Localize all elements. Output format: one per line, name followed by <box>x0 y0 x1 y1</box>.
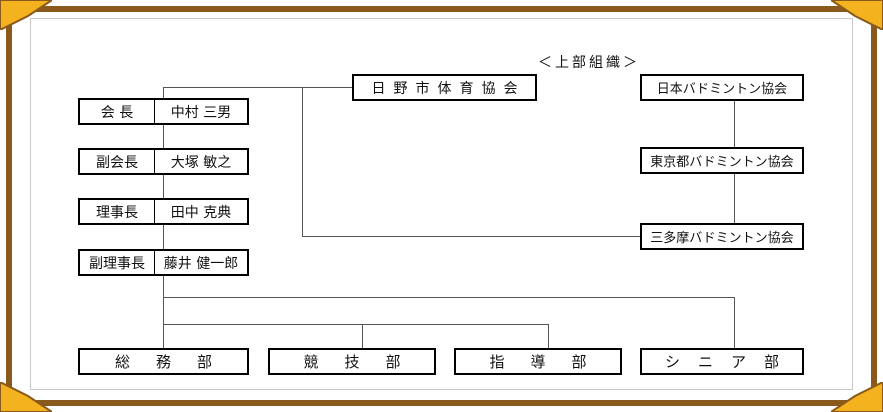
connector-dept-soumu <box>163 297 164 348</box>
officer-name: 中村 三男 <box>170 104 232 121</box>
connector-hino-to-president <box>163 87 353 88</box>
org-box-tama: 三多摩バドミントン協会 <box>640 223 804 250</box>
officer-role: 理事長 <box>80 200 155 223</box>
connector-depts-horizontal-top <box>163 297 735 298</box>
connector-depts-horizontal-mid <box>163 324 549 325</box>
corner-top-right-icon <box>831 0 883 30</box>
officer-box-vice-chairman: 副理事長 藤井 健一郎 <box>78 249 249 276</box>
corner-bottom-left-icon <box>0 382 52 412</box>
officer-role: 副会長 <box>80 150 155 173</box>
org-box-hino: 日野市体育協会 <box>352 74 537 101</box>
officer-role: 副理事長 <box>80 251 155 274</box>
upper-org-label: ＜上部組織＞ <box>538 55 640 71</box>
connector-japan-to-tokyo <box>734 100 735 148</box>
connector-officers-vertical <box>163 87 164 297</box>
officer-box-chairman: 理事長 田中 克典 <box>78 198 249 225</box>
dept-box-shido: 指導部 <box>454 348 622 375</box>
officer-box-president: 会 長 中村 三男 <box>78 98 249 125</box>
dept-box-senior: シニア部 <box>640 348 804 375</box>
connector-dept-shido <box>548 324 549 348</box>
officer-box-vice-president: 副会長 大塚 敏之 <box>78 148 249 175</box>
officer-name: 田中 克典 <box>170 204 232 221</box>
connector-dept-kyogi <box>362 324 363 348</box>
officer-name: 藤井 健一郎 <box>163 255 239 272</box>
connector-hino-to-tama-vertical <box>302 87 303 237</box>
officer-role: 会 長 <box>80 100 155 123</box>
officer-name: 大塚 敏之 <box>170 154 232 171</box>
org-box-tokyo: 東京都バドミントン協会 <box>640 147 804 174</box>
dept-box-soumu: 総務部 <box>78 348 249 375</box>
connector-dept-senior <box>734 297 735 348</box>
dept-box-kyogi: 競技部 <box>268 348 436 375</box>
corner-top-left-icon <box>0 0 52 30</box>
connector-hino-to-tama-horizontal <box>302 236 640 237</box>
org-box-japan: 日本バドミントン協会 <box>640 74 804 101</box>
corner-bottom-right-icon <box>831 382 883 412</box>
connector-tokyo-to-tama <box>734 173 735 224</box>
